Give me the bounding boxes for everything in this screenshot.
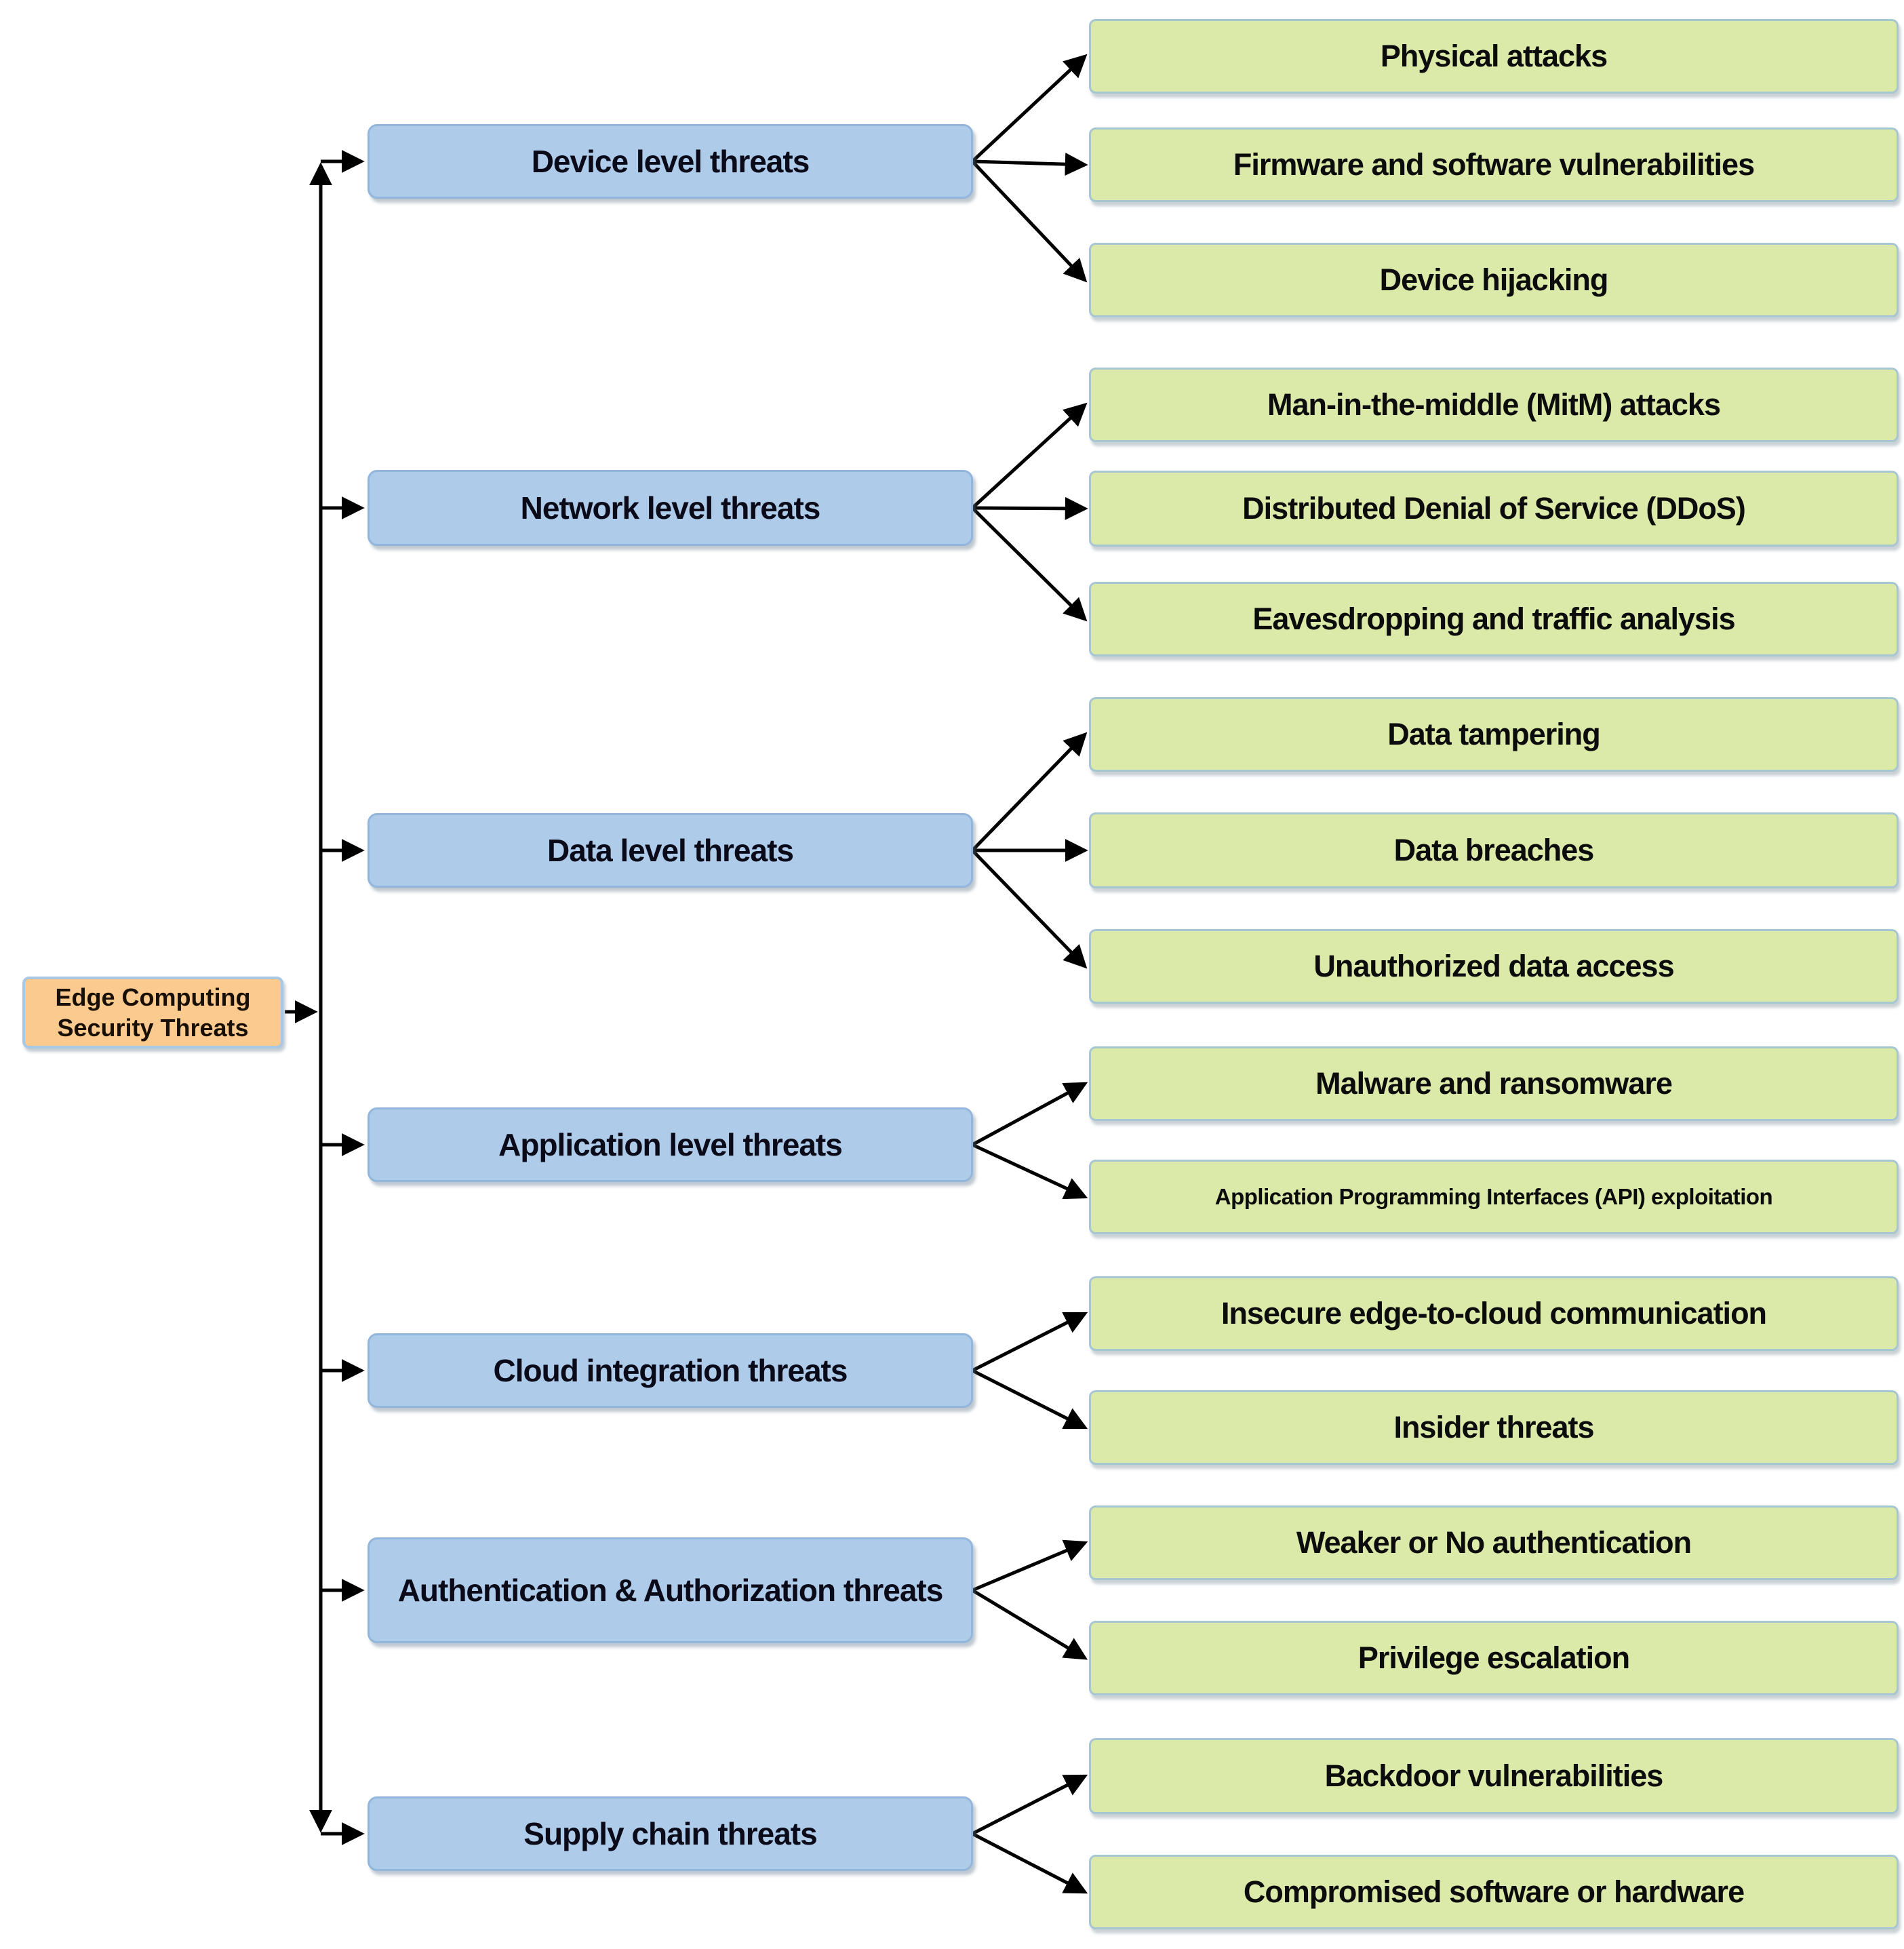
fan-arrow — [972, 496, 1088, 520]
root-node-edge-computing-security-threats: Edge Computing Security Threats — [22, 977, 283, 1048]
fan-arrow — [971, 54, 1088, 163]
threat-malware-ransomware: Malware and ransomware — [1089, 1046, 1899, 1121]
fan-arrow — [971, 1369, 1088, 1430]
threat-data-breaches: Data breaches — [1089, 812, 1899, 888]
threat-backdoor-vulnerabilities: Backdoor vulnerabilities — [1089, 1738, 1899, 1814]
threat-privilege-escalation: Privilege escalation — [1089, 1621, 1899, 1695]
fan-arrow — [972, 153, 1088, 176]
fan-arrow — [972, 1539, 1088, 1592]
threat-ddos: Distributed Denial of Service (DDoS) — [1089, 471, 1899, 547]
fan-arrow — [971, 1143, 1088, 1200]
threat-weaker-no-authentication: Weaker or No authentication — [1089, 1505, 1899, 1580]
fan-arrow — [971, 402, 1088, 509]
category-data-level-threats: Data level threats — [368, 813, 973, 888]
category-device-level-threats: Device level threats — [368, 124, 973, 199]
fan-arrow — [971, 1082, 1088, 1147]
fan-arrow — [971, 160, 1088, 283]
fan-arrow — [971, 732, 1088, 852]
fan-arrow — [971, 1588, 1088, 1660]
fan-arrow — [971, 1832, 1088, 1894]
fan-arrow — [971, 507, 1088, 622]
threat-unauthorized-data-access: Unauthorized data access — [1089, 929, 1899, 1004]
category-application-level-threats: Application level threats — [368, 1107, 973, 1182]
fan-arrow — [971, 1312, 1088, 1373]
threat-firmware-software-vulnerabilities: Firmware and software vulnerabilities — [1089, 127, 1899, 202]
threat-device-hijacking: Device hijacking — [1089, 243, 1899, 317]
category-supply-chain-threats: Supply chain threats — [368, 1796, 973, 1871]
threat-physical-attacks: Physical attacks — [1089, 19, 1899, 94]
fan-arrow — [971, 1774, 1088, 1836]
threat-mitm-attacks: Man-in-the-middle (MitM) attacks — [1089, 368, 1899, 442]
category-authentication-authorization-threats: Authentication & Authorization threats — [368, 1537, 973, 1643]
threat-data-tampering: Data tampering — [1089, 697, 1899, 772]
threat-api-exploitation: Application Programming Interfaces (API)… — [1089, 1160, 1899, 1234]
threat-insecure-edge-to-cloud-communication: Insecure edge-to-cloud communication — [1089, 1276, 1899, 1351]
threat-compromised-software-hardware: Compromised software or hardware — [1089, 1855, 1899, 1929]
category-network-level-threats: Network level threats — [368, 470, 973, 546]
threat-insider-threats: Insider threats — [1089, 1390, 1899, 1465]
fan-arrow — [971, 849, 1088, 969]
threat-eavesdropping-traffic-analysis: Eavesdropping and traffic analysis — [1089, 582, 1899, 656]
category-cloud-integration-threats: Cloud integration threats — [368, 1333, 973, 1408]
